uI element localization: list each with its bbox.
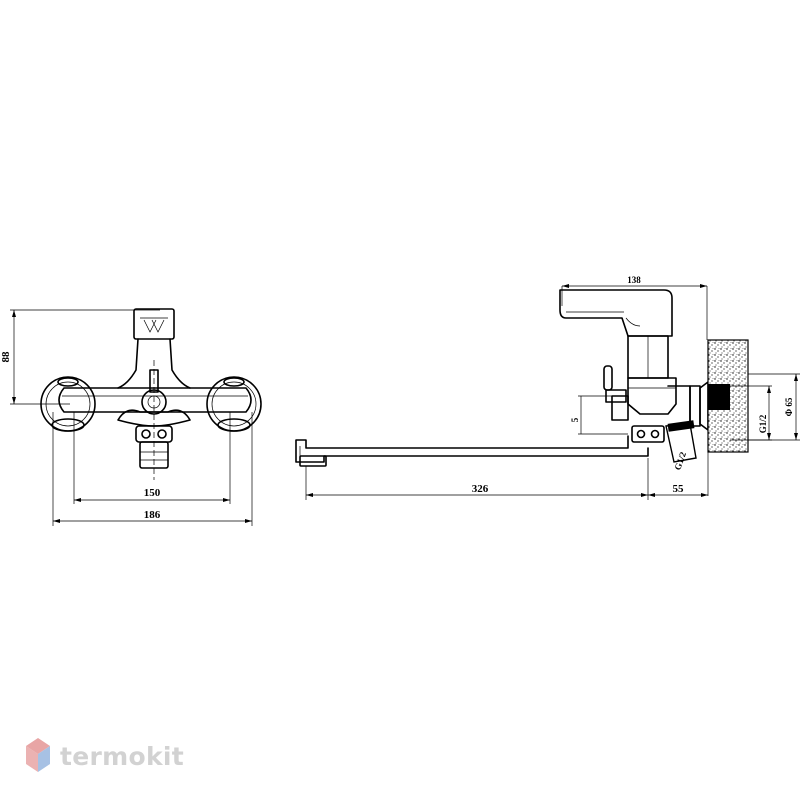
spout-length-dimension: 326 [305, 458, 649, 500]
watermark: termokit [24, 736, 184, 776]
inner-width-dimension: 150 [73, 412, 231, 504]
spout-length-label: 326 [472, 483, 489, 495]
watermark-text: termokit [60, 741, 185, 771]
handle-lever [149, 369, 159, 393]
height-dimension: 88 [0, 309, 160, 405]
mixer-body [58, 387, 252, 413]
small-offset-label: 5 [570, 417, 580, 422]
body-neck [117, 338, 191, 389]
termokit-logo-icon [26, 738, 50, 772]
thread-dimension: G1/2 [730, 385, 772, 441]
inner-width-label: 150 [144, 487, 161, 499]
diverter-knob [603, 365, 629, 421]
flange-diameter-label: Φ 65 [784, 397, 794, 416]
thread-label: G1/2 [758, 414, 768, 433]
height-label: 88 [0, 351, 12, 363]
top-dimension-label: 138 [627, 275, 641, 285]
lever-handle [559, 289, 673, 337]
body-lower [627, 377, 677, 415]
outer-width-label: 186 [144, 509, 161, 521]
outer-width-dimension: 186 [52, 412, 253, 526]
wall-offset-label: 55 [673, 483, 685, 495]
wall-pipe [708, 384, 730, 410]
left-eccentric [40, 376, 96, 432]
flange-diameter-dimension: Φ 65 [748, 373, 800, 441]
wall-offset-dimension: 55 [648, 483, 708, 497]
spout-nut [631, 425, 665, 443]
side-view: 138 5 [295, 275, 800, 500]
spout [295, 435, 649, 467]
right-eccentric [206, 376, 262, 432]
eccentric-fitting: G1/2 [665, 381, 709, 471]
top-dimension: 138 [561, 275, 708, 340]
front-view: 88 [0, 308, 262, 526]
cartridge-cap [133, 308, 175, 340]
